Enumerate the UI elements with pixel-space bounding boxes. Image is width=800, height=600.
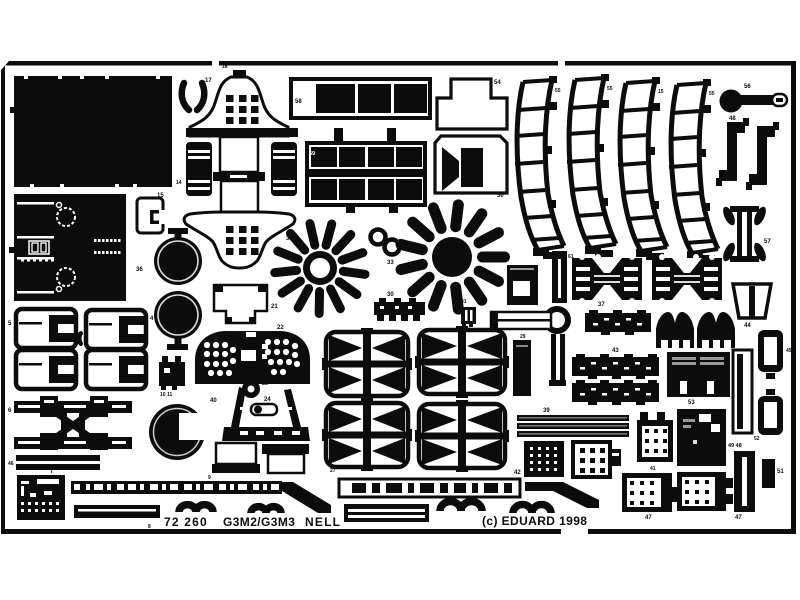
svg-text:55: 55 bbox=[709, 91, 715, 97]
svg-text:47: 47 bbox=[645, 515, 652, 521]
svg-text:15: 15 bbox=[157, 193, 164, 199]
svg-text:51: 51 bbox=[777, 469, 784, 475]
svg-text:37: 37 bbox=[598, 302, 605, 308]
svg-text:49 48: 49 48 bbox=[728, 443, 742, 449]
svg-text:6: 6 bbox=[8, 408, 12, 414]
svg-text:15: 15 bbox=[658, 89, 664, 95]
svg-text:55: 55 bbox=[607, 86, 613, 92]
svg-text:4: 4 bbox=[150, 316, 154, 322]
svg-text:46: 46 bbox=[8, 461, 14, 467]
svg-text:55: 55 bbox=[555, 88, 561, 94]
svg-text:42: 42 bbox=[514, 470, 521, 476]
svg-text:41: 41 bbox=[650, 466, 656, 472]
svg-text:29: 29 bbox=[520, 334, 526, 340]
svg-text:58: 58 bbox=[295, 99, 302, 105]
svg-text:43: 43 bbox=[612, 348, 619, 354]
svg-text:16: 16 bbox=[222, 64, 228, 70]
svg-text:45: 45 bbox=[786, 348, 792, 354]
svg-text:5: 5 bbox=[8, 321, 12, 327]
svg-text:52: 52 bbox=[754, 436, 760, 442]
svg-text:(c) EDUARD 1998: (c) EDUARD 1998 bbox=[482, 514, 587, 528]
svg-text:48: 48 bbox=[729, 116, 736, 122]
svg-text:57: 57 bbox=[764, 239, 771, 245]
svg-text:47: 47 bbox=[735, 515, 742, 521]
svg-text:44: 44 bbox=[744, 323, 751, 329]
svg-text:56: 56 bbox=[744, 84, 751, 90]
svg-text:54: 54 bbox=[494, 80, 501, 86]
svg-text:10 11: 10 11 bbox=[160, 392, 172, 398]
svg-text:33: 33 bbox=[387, 260, 394, 266]
svg-text:NELL: NELL bbox=[305, 515, 341, 529]
svg-text:27: 27 bbox=[330, 468, 336, 474]
svg-text:21: 21 bbox=[271, 304, 278, 310]
svg-text:24: 24 bbox=[264, 397, 271, 403]
svg-text:17: 17 bbox=[205, 78, 212, 84]
svg-text:7: 7 bbox=[50, 469, 54, 475]
svg-text:53: 53 bbox=[688, 400, 695, 406]
svg-text:39: 39 bbox=[543, 408, 550, 414]
svg-text:G3M2/G3M3: G3M2/G3M3 bbox=[223, 515, 295, 529]
svg-text:23: 23 bbox=[262, 381, 268, 387]
svg-text:30: 30 bbox=[387, 292, 394, 298]
svg-text:59: 59 bbox=[309, 151, 315, 157]
svg-text:31: 31 bbox=[461, 299, 467, 305]
svg-text:35: 35 bbox=[286, 236, 293, 242]
svg-text:8: 8 bbox=[148, 524, 151, 530]
svg-text:72 260: 72 260 bbox=[164, 515, 208, 529]
svg-text:9: 9 bbox=[208, 475, 211, 481]
svg-text:40: 40 bbox=[210, 398, 217, 404]
svg-text:22: 22 bbox=[277, 325, 284, 331]
svg-text:36: 36 bbox=[136, 267, 143, 273]
svg-text:61: 61 bbox=[568, 254, 574, 260]
svg-text:14: 14 bbox=[176, 180, 182, 186]
svg-text:50: 50 bbox=[497, 193, 504, 199]
